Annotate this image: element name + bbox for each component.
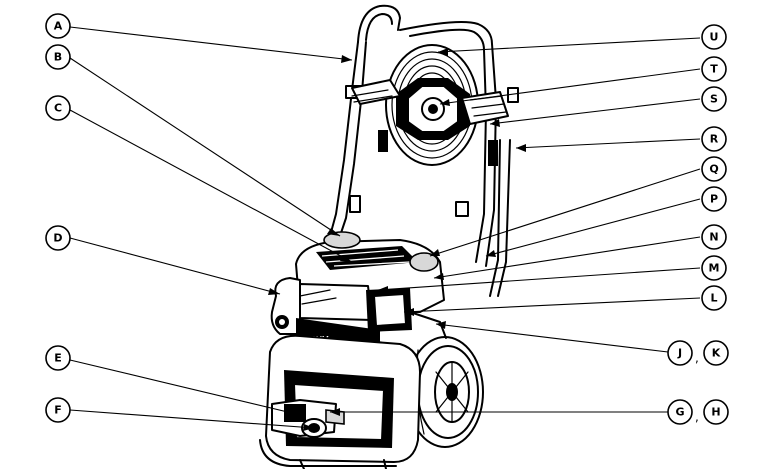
callout-j: J xyxy=(667,340,693,366)
engine-illustration: 5HV xyxy=(270,231,447,350)
arrowhead-jk xyxy=(436,321,446,329)
arrowhead-d xyxy=(268,288,280,295)
arrowhead-l xyxy=(404,308,414,316)
callout-k: K xyxy=(703,340,729,366)
callout-c-text: C xyxy=(54,102,62,115)
callout-r: R xyxy=(701,126,727,152)
arrowhead-f xyxy=(303,424,314,431)
callout-n-text: N xyxy=(709,231,718,244)
callout-d: D xyxy=(45,225,71,251)
leader-line-c xyxy=(69,109,353,263)
leader-line-u xyxy=(437,37,701,53)
arrowhead-b xyxy=(327,228,340,236)
callout-h: H xyxy=(703,399,729,425)
leader-line-q xyxy=(429,168,701,257)
leader-line-t xyxy=(439,68,701,105)
arrowhead-p xyxy=(486,250,496,257)
callout-g-text: G xyxy=(675,406,684,419)
callout-s: S xyxy=(701,86,727,112)
leader-line-s xyxy=(489,98,701,125)
leader-line-m xyxy=(377,267,701,291)
callout-m: M xyxy=(701,255,727,281)
callout-p: P xyxy=(701,186,727,212)
leader-line-e xyxy=(69,359,297,415)
arrowhead-c xyxy=(340,255,352,262)
callout-f-text: F xyxy=(54,404,62,417)
arrowhead-n xyxy=(434,273,444,280)
leader-line-a xyxy=(69,26,353,61)
callout-l: L xyxy=(701,285,727,311)
arrowhead-u xyxy=(438,48,448,56)
leader-line-f xyxy=(69,409,315,429)
callout-separator-gh: , xyxy=(695,410,699,424)
callout-b-text: B xyxy=(54,51,62,64)
arrowhead-s xyxy=(490,119,500,127)
arrowhead-a xyxy=(341,55,352,63)
callout-e-text: E xyxy=(54,352,62,365)
callout-t: T xyxy=(701,56,727,82)
arrowhead-m xyxy=(378,286,388,294)
arrowhead-t xyxy=(440,99,450,106)
callout-a: A xyxy=(45,13,71,39)
pressure-washer-illustration: 5HV xyxy=(259,4,519,469)
callout-n: N xyxy=(701,224,727,250)
arrowhead-e xyxy=(284,408,296,415)
leader-line-l xyxy=(403,297,701,313)
leader-line-d xyxy=(69,237,281,295)
callout-separator-jk: , xyxy=(695,351,699,365)
arrowhead-q xyxy=(430,249,440,256)
callout-q-text: Q xyxy=(709,163,718,176)
callout-k-text: K xyxy=(712,347,721,360)
callout-g: G xyxy=(667,399,693,425)
callout-l-text: L xyxy=(710,292,717,305)
leader-lines xyxy=(69,26,701,431)
callout-d-text: D xyxy=(53,232,62,245)
callout-p-text: P xyxy=(710,193,718,206)
hose-reel-illustration xyxy=(351,44,519,166)
callout-r-text: R xyxy=(710,133,719,146)
callout-h-text: H xyxy=(711,406,720,419)
arrowhead-r xyxy=(516,144,526,152)
leader-line-p xyxy=(485,198,701,257)
callout-labels: A B C D E F U T xyxy=(45,13,729,425)
leader-line-r xyxy=(515,138,701,149)
callout-s-text: S xyxy=(710,93,718,106)
callout-b: B xyxy=(45,44,71,70)
callout-a-text: A xyxy=(54,20,63,33)
pump-base-illustration xyxy=(259,334,421,469)
callout-q: Q xyxy=(701,156,727,182)
callout-m-text: M xyxy=(709,262,720,275)
callout-u: U xyxy=(701,24,727,50)
leader-line-n xyxy=(433,236,701,279)
arrowhead-gh xyxy=(330,408,340,416)
callout-u-text: U xyxy=(710,31,719,44)
callout-j-text: J xyxy=(677,347,682,360)
leader-line-b xyxy=(69,57,341,237)
leader-line-jk xyxy=(435,323,669,353)
callout-e: E xyxy=(45,345,71,371)
callout-t-text: T xyxy=(710,63,718,76)
callout-c: C xyxy=(45,95,71,121)
callout-f: F xyxy=(45,397,71,423)
